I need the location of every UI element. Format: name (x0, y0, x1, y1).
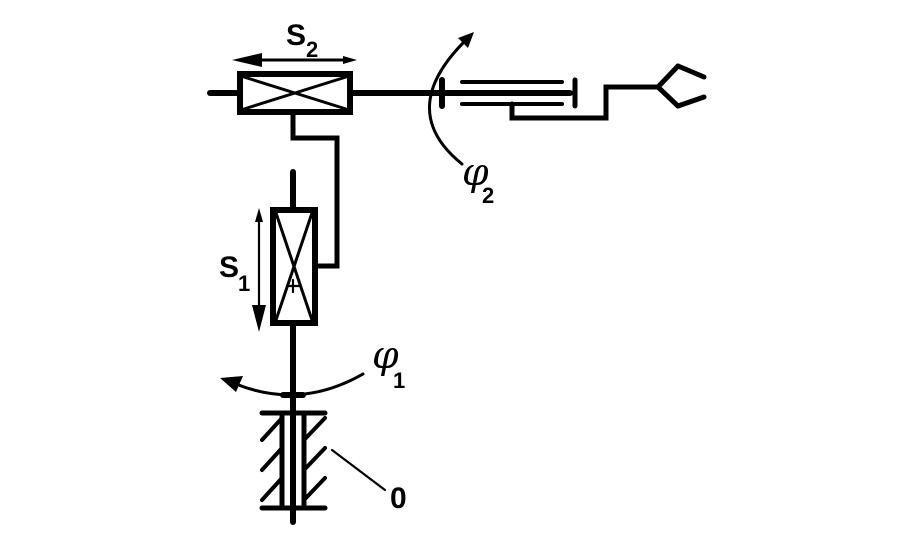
s1-arrow-head-up (255, 208, 263, 222)
s2-arrow-head-left (232, 53, 262, 67)
telescopic-wrist (439, 77, 661, 121)
gripper (655, 63, 707, 109)
phi1-arrow-head (220, 376, 243, 392)
base-leader-line (330, 448, 387, 492)
phi2-label: φ (462, 150, 489, 194)
s2-label: S (286, 19, 306, 52)
phi2-rotation-arc (428, 38, 468, 166)
s1-subscript: 1 (238, 271, 250, 296)
base-label: 0 (390, 482, 407, 515)
phi1-subscript: 1 (393, 368, 405, 393)
s1-prismatic-joint (270, 207, 318, 326)
s1-arrow-head-down (252, 305, 266, 332)
phi2-subscript: 2 (482, 183, 494, 208)
s1-label: S (219, 251, 239, 284)
phi1-rotation-arc (234, 372, 365, 397)
s2-arrow-head-right (343, 56, 357, 64)
s2-subscript: 2 (306, 37, 318, 62)
phi2-arrow-head (458, 32, 474, 48)
s2-prismatic-joint (237, 71, 353, 115)
phi1-label: φ (372, 333, 399, 377)
base-support (259, 410, 328, 511)
connecting-link (290, 112, 340, 269)
